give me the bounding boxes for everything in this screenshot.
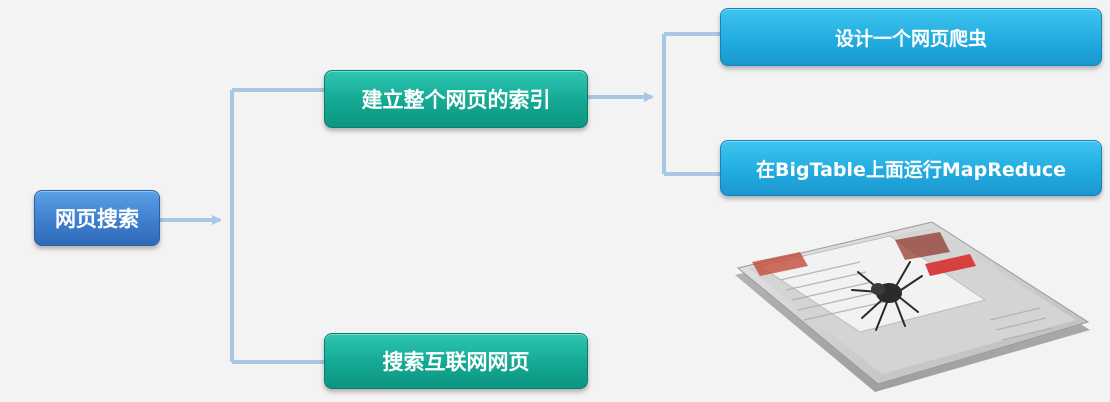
node-web-search-label: 网页搜索: [55, 207, 139, 231]
node-run-mapreduce-label: 在BigTable上面运行MapReduce: [755, 158, 1067, 181]
node-build-index-label: 建立整个网页的索引: [361, 88, 551, 112]
node-design-spider: 设计一个网页爬虫: [720, 8, 1102, 66]
node-web-search: 网页搜索: [34, 190, 160, 246]
node-design-spider-label: 设计一个网页爬虫: [834, 27, 987, 50]
watermark: CSDN @Moliay: [1017, 381, 1095, 393]
node-crawl-web-label: 搜索互联网网页: [382, 350, 530, 374]
node-crawl-web: 搜索互联网网页: [324, 333, 588, 389]
connectors: [160, 32, 720, 364]
webpage-spider-icon: [735, 221, 1090, 392]
node-run-mapreduce: 在BigTable上面运行MapReduce: [720, 140, 1102, 196]
node-build-index: 建立整个网页的索引: [324, 70, 588, 128]
